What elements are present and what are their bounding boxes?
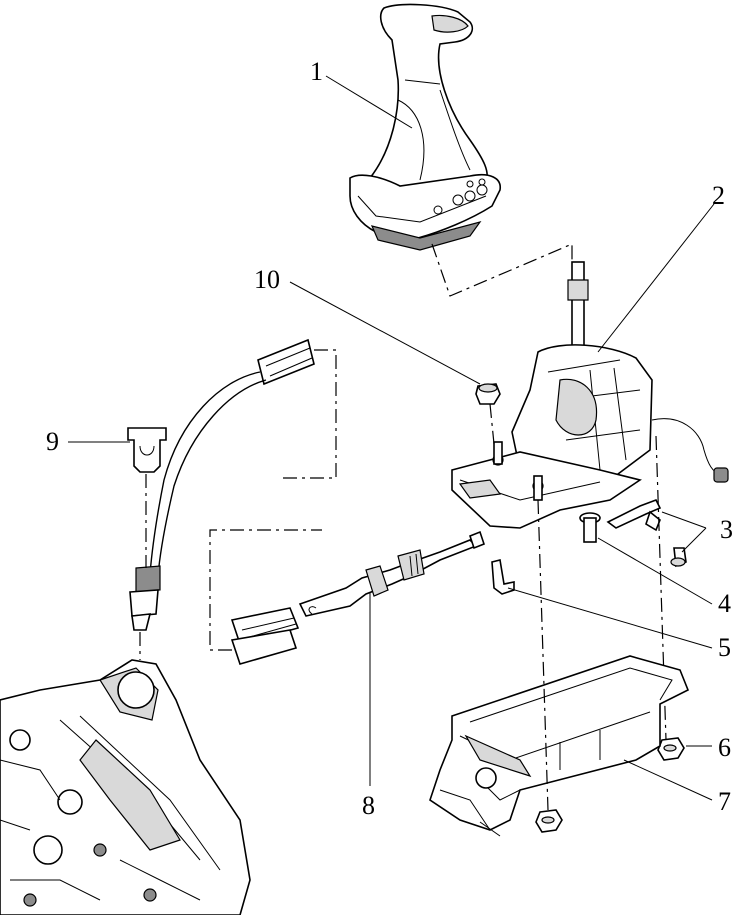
mounting-bolt — [579, 512, 601, 543]
callout-5: 5 — [718, 633, 731, 662]
selector-cable — [230, 530, 485, 665]
flange-nut — [657, 737, 685, 761]
leader-lines — [68, 75, 715, 801]
callout-1: 1 — [310, 57, 323, 86]
alignment-line-knob — [431, 243, 573, 297]
cable-upper-end — [129, 338, 315, 631]
shift-knob-boot — [349, 3, 501, 251]
retaining-clip — [491, 559, 515, 595]
base-housing — [429, 655, 690, 837]
callout-9: 9 — [46, 427, 59, 456]
callout-2: 2 — [712, 181, 725, 210]
alignment-line-cable-upper — [280, 349, 337, 479]
alignment-line-nut — [489, 403, 495, 445]
callout-8: 8 — [362, 791, 375, 820]
callout-10: 10 — [254, 265, 280, 294]
callout-4: 4 — [718, 589, 731, 618]
callout-7: 7 — [718, 787, 731, 816]
alignment-line-stud — [537, 499, 549, 811]
cable-clip — [127, 427, 167, 473]
callout-3: 3 — [720, 515, 733, 544]
alignment-line-cable — [209, 529, 322, 651]
lever-nut — [475, 383, 501, 405]
callout-6: 6 — [718, 733, 731, 762]
selector-lever-housing — [451, 261, 729, 529]
spring-clip — [606, 498, 687, 568]
transmission-housing — [0, 659, 251, 915]
base-nut — [535, 809, 563, 833]
